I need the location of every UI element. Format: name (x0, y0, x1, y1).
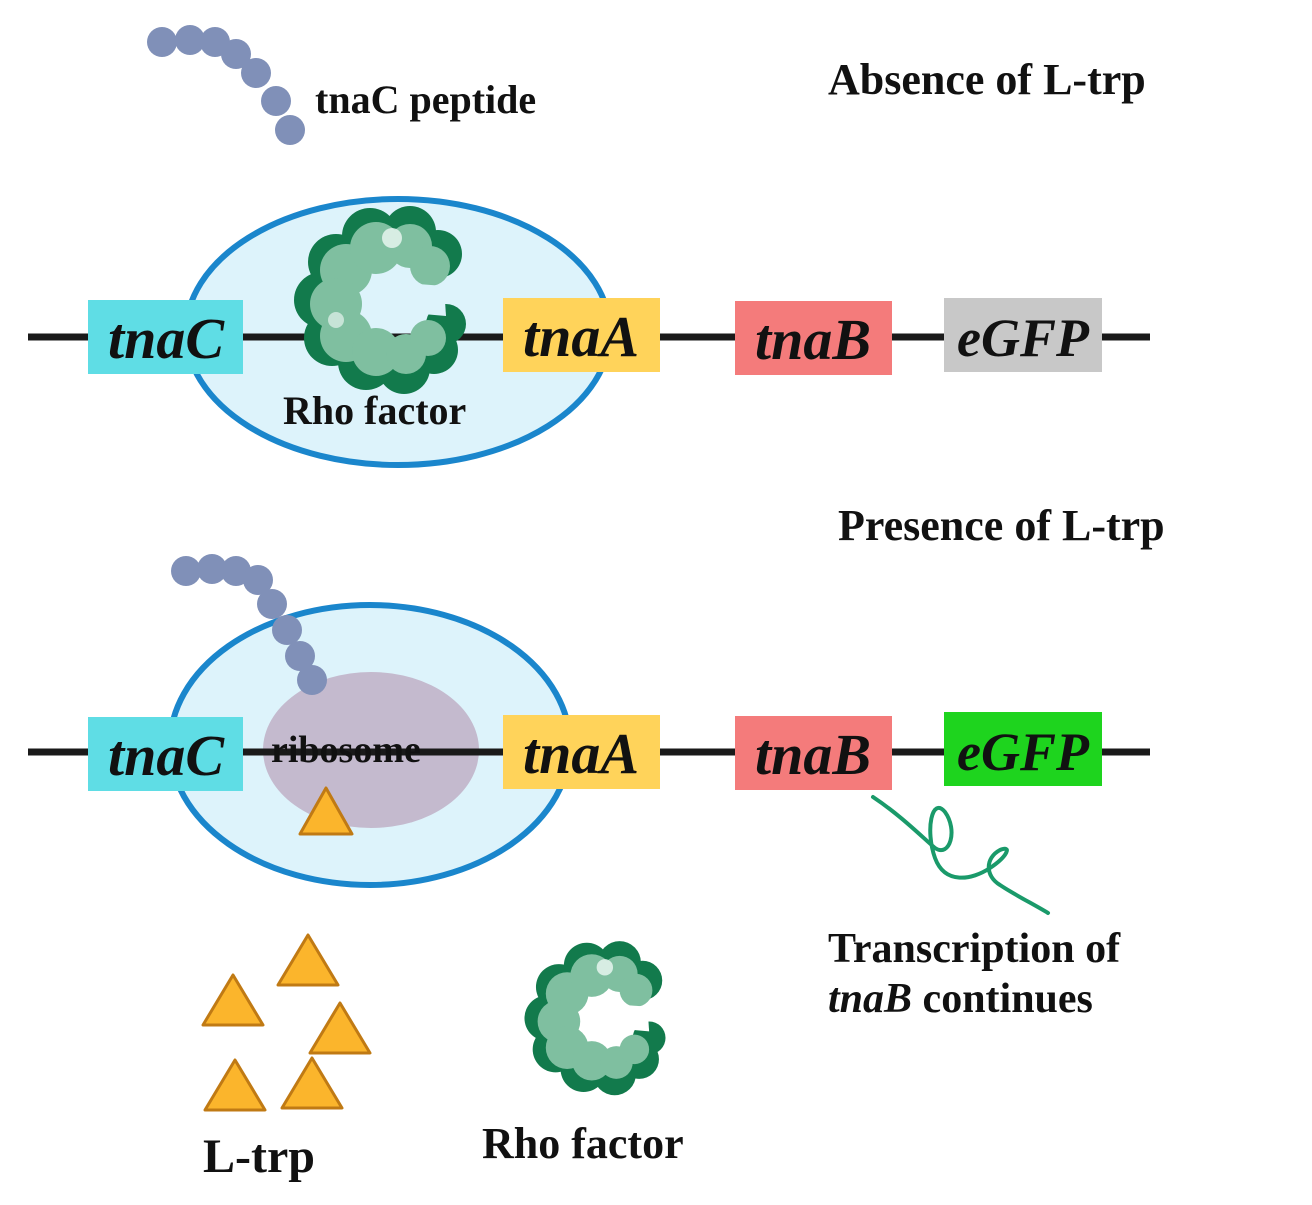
ltrp-triangle (201, 973, 265, 1027)
gene-tnac-label: tnaC (108, 723, 225, 788)
gene-egfp-label: eGFP (957, 308, 1090, 368)
peptide-bead (197, 554, 227, 584)
gene-egfp-label: eGFP (957, 722, 1090, 782)
transcription-note-rest: continues (912, 976, 1093, 1022)
gene-tnab-box: tnaB (735, 301, 892, 375)
peptide-bead (241, 58, 271, 88)
rho-factor-label: Rho factor (283, 388, 466, 433)
transcription-note: Transcription of tnaB continues (828, 924, 1120, 1024)
gene-tnaa-label: tnaA (523, 721, 639, 786)
free-rho-factor-shape (524, 941, 666, 1096)
peptide-bead (243, 565, 273, 595)
transcription-note-line1: Transcription of (828, 926, 1121, 972)
rho-factor-shape (294, 206, 466, 394)
ltrp-triangle (280, 1056, 344, 1110)
gene-tnaa-box: tnaA (503, 715, 660, 789)
transcription-note-line2: tnaB continues (828, 974, 1120, 1024)
presence-panel: Presence of L-trp ribosome tnaC (28, 501, 1165, 1183)
absence-panel: Absence of L-trp tnaC peptide (28, 25, 1150, 468)
peptide-bead (147, 27, 177, 57)
peptide-bead (272, 615, 302, 645)
mrna-transcript (871, 795, 1050, 915)
absence-heading: Absence of L-trp (828, 55, 1146, 104)
tnac-peptide-chain (171, 554, 327, 695)
gene-tnab-box: tnaB (735, 716, 892, 790)
peptide-bead (275, 115, 305, 145)
peptide-bead (171, 556, 201, 586)
ltrp-triangle (308, 1001, 372, 1055)
ltrp-label: L-trp (203, 1130, 315, 1183)
gene-egfp-box-on: eGFP (944, 712, 1102, 786)
ribosome-label: ribosome (271, 729, 421, 771)
gene-tnac-label: tnaC (108, 306, 225, 371)
peptide-bead (175, 25, 205, 55)
ltrp-triangle (203, 1058, 267, 1112)
transcription-note-gene: tnaB (828, 976, 913, 1022)
ltrp-triangle (276, 933, 340, 987)
free-rho-label: Rho factor (482, 1119, 684, 1168)
peptide-bead (257, 589, 287, 619)
peptide-bead (221, 39, 251, 69)
gene-tnaa-label: tnaA (523, 304, 639, 369)
gene-egfp-box-off: eGFP (944, 298, 1102, 372)
peptide-label: tnaC peptide (315, 77, 536, 122)
peptide-bead (285, 641, 315, 671)
gene-tnaa-box: tnaA (503, 298, 660, 372)
gene-tnab-label: tnaB (755, 722, 871, 787)
peptide-bead (297, 665, 327, 695)
tnac-peptide-chain (147, 25, 305, 145)
gene-tnab-label: tnaB (755, 307, 871, 372)
presence-heading: Presence of L-trp (838, 501, 1165, 550)
peptide-bead (261, 86, 291, 116)
gene-tnac-box: tnaC (88, 300, 243, 374)
bound-ltrp-triangle (298, 786, 354, 836)
gene-tnac-box: tnaC (88, 717, 243, 791)
free-ltrp-triangles (201, 933, 372, 1112)
